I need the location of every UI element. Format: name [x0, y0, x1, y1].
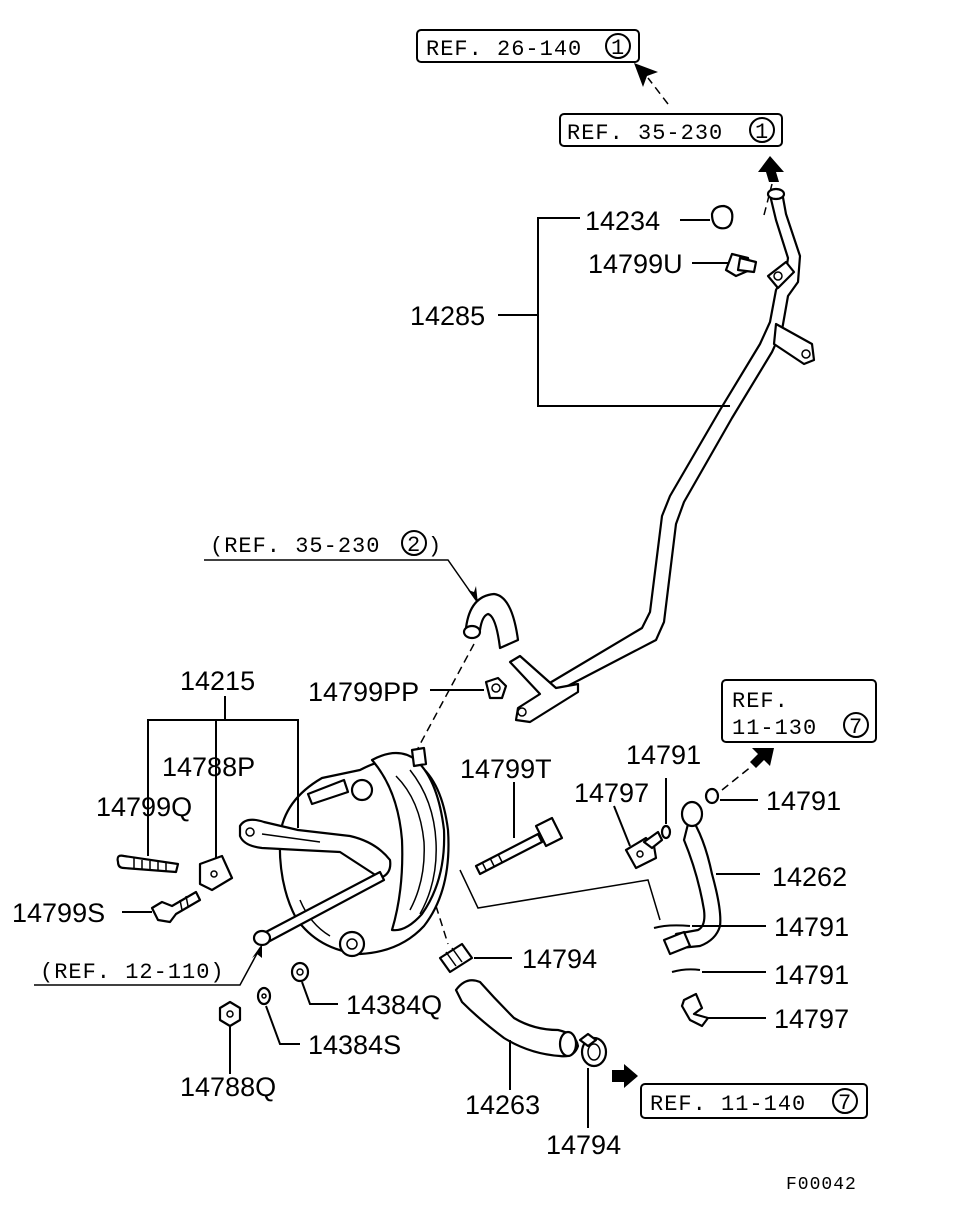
- bolt-14799U[interactable]: [724, 252, 758, 278]
- ref-35-230-2-text: (REF. 35-230: [210, 534, 380, 559]
- ref-35-230-2[interactable]: (REF. 35-230 2 ): [210, 530, 442, 559]
- clamp-14794-lower[interactable]: [578, 1032, 608, 1068]
- label-14234: 14234: [585, 206, 660, 236]
- mounting-bracket: [238, 818, 392, 880]
- label-14791-low: 14791: [774, 960, 849, 990]
- ref-26-140-text: REF. 26-140: [426, 37, 582, 62]
- hose-14262[interactable]: [662, 800, 722, 956]
- label-14262: 14262: [772, 862, 847, 892]
- figure-code: F00042: [786, 1175, 857, 1195]
- label-14384S: 14384S: [308, 1030, 401, 1060]
- ref-11-140-text: REF. 11-140: [650, 1092, 806, 1117]
- label-14794-upper: 14794: [522, 944, 597, 974]
- cap-14234[interactable]: [710, 204, 734, 230]
- ref-box-11-130[interactable]: REF. 11-130 7: [721, 679, 877, 743]
- label-14215: 14215: [180, 666, 255, 696]
- label-14799U: 14799U: [588, 249, 683, 279]
- bolt-14797-top[interactable]: [624, 830, 664, 870]
- bolt-14799PP[interactable]: [484, 676, 508, 700]
- arrow-to-ref-35-230-1: [758, 156, 784, 182]
- ref-26-140-circle-number: 1: [611, 36, 625, 61]
- gasket-14791-low[interactable]: [671, 968, 701, 973]
- label-14791-mid: 14791: [774, 912, 849, 942]
- ref-35-230-2-circle-number: 2: [407, 533, 421, 558]
- through-bolt: [252, 870, 386, 947]
- label-14799PP: 14799PP: [308, 677, 419, 707]
- bolt-14799T[interactable]: [474, 816, 564, 876]
- arrow-to-ref-11-140: [612, 1064, 638, 1088]
- gasket-14791-mid[interactable]: [653, 924, 691, 929]
- washer-14384S[interactable]: [256, 986, 272, 1006]
- arrow-to-ref-26-140: [634, 63, 658, 87]
- label-14799S: 14799S: [12, 898, 105, 928]
- hose-14263[interactable]: [454, 979, 580, 1058]
- ref-box-26-140[interactable]: REF. 26-140 1: [416, 29, 640, 63]
- bolt-14799Q[interactable]: [116, 854, 180, 874]
- label-14799Q: 14799Q: [96, 792, 192, 822]
- label-14791-right: 14791: [766, 786, 841, 816]
- label-14788Q: 14788Q: [180, 1072, 276, 1102]
- ref-35-230-1-text: REF. 35-230: [567, 121, 723, 146]
- ref-35-230-1-circle-number: 1: [755, 120, 769, 145]
- ref-11-130-circle-number: 7: [849, 715, 863, 740]
- grommet-14794-upper[interactable]: [438, 942, 474, 974]
- gasket-14791-top[interactable]: [660, 824, 672, 840]
- ref-12-110[interactable]: (REF. 12-110): [40, 960, 225, 985]
- washer-14384Q[interactable]: [290, 961, 310, 983]
- nut-14788Q[interactable]: [218, 1000, 242, 1028]
- label-14791-top: 14791: [626, 740, 701, 770]
- label-14384Q: 14384Q: [346, 990, 442, 1020]
- bolt-14797-low[interactable]: [680, 992, 710, 1028]
- label-14797-top: 14797: [574, 778, 649, 808]
- arrow-ref-12-110: [252, 944, 262, 958]
- arrow-to-ref-11-130: [750, 748, 774, 768]
- ref-box-35-230-1[interactable]: REF. 35-230 1: [559, 113, 783, 147]
- ref-11-130-line1: REF.: [732, 689, 789, 714]
- label-14285: 14285: [410, 301, 485, 331]
- label-14788P: 14788P: [162, 752, 255, 782]
- arrow-ref-35-230-2: [468, 586, 478, 604]
- ref-11-140-circle-number: 7: [838, 1091, 852, 1116]
- block-14788P[interactable]: [198, 854, 234, 892]
- label-14263: 14263: [465, 1090, 540, 1120]
- pipe-assembly-14285: [508, 187, 816, 724]
- ref-box-11-140[interactable]: REF. 11-140 7: [640, 1083, 868, 1119]
- bolt-14799S[interactable]: [150, 890, 202, 924]
- ref-35-230-2-close: ): [428, 534, 442, 559]
- hose-upper: [462, 592, 520, 650]
- label-14794-lower: 14794: [546, 1130, 621, 1160]
- ref-12-110-text: (REF. 12-110): [40, 960, 225, 985]
- ref-11-130-line2: 11-130: [732, 716, 817, 741]
- label-14797-low: 14797: [774, 1004, 849, 1034]
- gasket-14791-right[interactable]: [704, 787, 720, 805]
- label-14799T: 14799T: [460, 754, 552, 784]
